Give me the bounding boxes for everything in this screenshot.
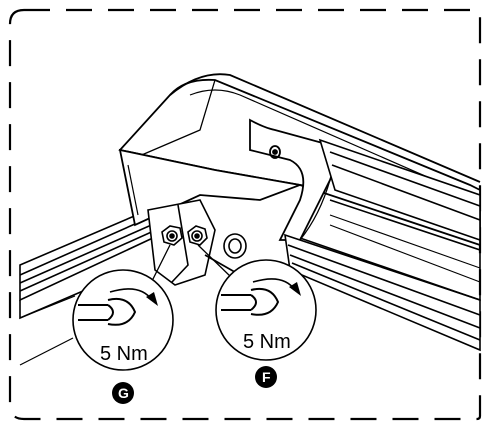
right-rail [284, 199, 481, 352]
torque-callout-g: 5 Nm G [72, 269, 174, 404]
bolt-icon [161, 225, 183, 246]
wrench-icon [221, 287, 280, 316]
rotation-arrow-icon [252, 278, 301, 296]
wrench-icon [78, 297, 137, 326]
upper-bar-extension [318, 138, 481, 242]
badge-f [255, 366, 277, 388]
nut-icon [187, 225, 247, 259]
torque-label-g: 5 Nm [100, 343, 148, 365]
torque-callout-f: 5 Nm F [215, 259, 317, 388]
badge-g [112, 382, 134, 404]
dashed-frame [8, 8, 482, 421]
rail-shadow-line [19, 337, 74, 366]
badge-g-label: G [118, 385, 129, 401]
badge-f-label: F [262, 369, 271, 385]
torque-label-f: 5 Nm [243, 331, 291, 353]
leader-lines [149, 244, 233, 286]
rotation-arrow-icon [109, 288, 158, 306]
